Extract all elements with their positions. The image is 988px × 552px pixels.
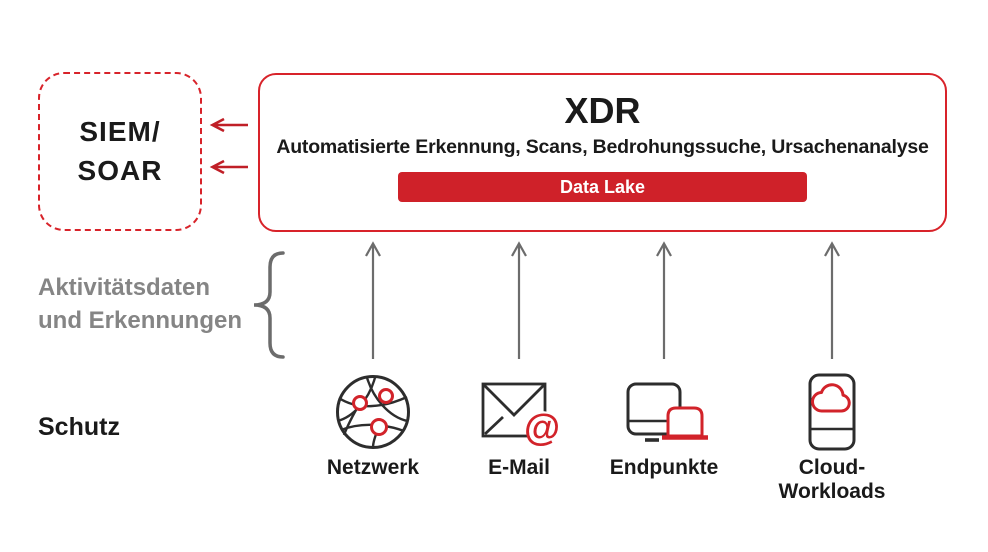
red-left-arrow-icon bbox=[209, 117, 248, 133]
xdr-subtitle: Automatisierte Erkennung, Scans, Bedrohu… bbox=[276, 136, 929, 158]
up-arrow-icon bbox=[656, 241, 672, 359]
at-symbol-glyph: @ bbox=[524, 407, 560, 448]
siem-soar-label-line2: SOAR bbox=[77, 154, 163, 186]
source-endpoints-label: Endpunkte bbox=[609, 456, 719, 479]
siem-soar-label-line1: SIEM/ bbox=[79, 116, 161, 148]
xdr-box: XDR Automatisierte Erkennung, Scans, Bed… bbox=[258, 73, 947, 232]
source-email: @ E-Mail bbox=[434, 372, 604, 480]
source-endpoints: Endpunkte bbox=[579, 372, 749, 480]
source-network-label: Netzwerk bbox=[326, 456, 420, 479]
source-cloud-workloads-label: Cloud-Workloads bbox=[778, 456, 886, 503]
source-cloud-workloads: Cloud-Workloads bbox=[747, 372, 917, 504]
up-arrow-icon bbox=[365, 241, 381, 359]
data-lake-bar: Data Lake bbox=[398, 172, 807, 202]
network-globe-icon bbox=[336, 375, 410, 449]
source-email-label: E-Mail bbox=[488, 456, 550, 479]
up-arrow-icon bbox=[511, 241, 527, 359]
curly-brace-icon bbox=[253, 251, 285, 359]
protection-label: Schutz bbox=[38, 413, 120, 441]
source-network: Netzwerk bbox=[288, 372, 458, 480]
activity-data-label-line1: Aktivitätsdaten bbox=[38, 274, 211, 301]
up-arrow-icon bbox=[824, 241, 840, 359]
cloud-workloads-icon bbox=[808, 373, 856, 451]
siem-soar-box: SIEM/ SOAR bbox=[38, 72, 202, 231]
activity-data-label-line2: und Erkennungen bbox=[38, 307, 242, 334]
xdr-title: XDR bbox=[564, 90, 641, 131]
email-envelope-icon: @ bbox=[481, 382, 560, 448]
red-left-arrow-icon bbox=[209, 159, 248, 175]
endpoints-devices-icon bbox=[626, 382, 708, 442]
activity-data-label: Aktivitätsdaten und Erkennungen bbox=[38, 271, 242, 337]
